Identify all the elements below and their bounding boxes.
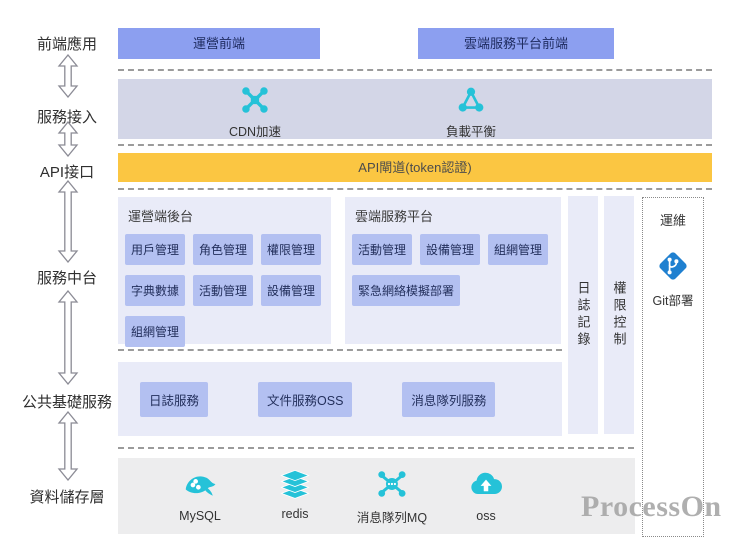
layer-label-common: 公共基礎服務 — [21, 394, 112, 411]
processon-watermark: ProcessOn — [581, 490, 722, 523]
mysql-icon — [185, 476, 216, 496]
separator-line — [118, 69, 712, 71]
chip-device-mgmt: 設備管理 — [261, 275, 322, 306]
node-operations-frontend: 運營前端 — [118, 28, 320, 59]
chip-device-mgmt: 設備管理 — [420, 234, 481, 265]
cdn-label: CDN加速 — [228, 125, 282, 139]
chip-file-service-oss: 文件服務OSS — [258, 381, 353, 417]
double-arrow-icon — [57, 411, 79, 481]
mysql-label: MySQL — [179, 509, 221, 523]
chip-dict-data: 字典數據 — [125, 275, 186, 306]
mq-label: 消息隊列MQ — [356, 511, 428, 525]
ops-maintenance-title: 運維 — [659, 213, 686, 228]
cloud-platform-chips: 活動管理 設備管理 組網管理 緊急網絡模擬部署 — [352, 234, 554, 306]
ops-backend-chips: 用戶管理 角色管理 權限管理 字典數據 活動管理 設備管理 組網管理 — [125, 234, 324, 347]
chip-role-mgmt: 角色管理 — [193, 234, 254, 265]
git-deploy-label: Git部署 — [652, 294, 694, 308]
ops-maintenance-box: 運維 Git部署 — [642, 197, 704, 537]
oss-label: oss — [476, 509, 496, 523]
layer-label-middle: 服務中台 — [36, 270, 97, 287]
chip-perm-mgmt: 權限管理 — [261, 234, 322, 265]
common-services-band: 日誌服務 文件服務OSS 消息隊列服務 — [118, 362, 562, 436]
ops-backend-title: 運營端後台 — [128, 209, 194, 224]
double-arrow-icon — [57, 180, 79, 263]
load-balancer-node: 負載平衡 — [446, 85, 496, 140]
double-arrow-icon — [57, 121, 79, 157]
ops-backend-box: 運營端後台 用戶管理 角色管理 權限管理 字典數據 活動管理 設備管理 組網管理 — [118, 197, 331, 347]
layer-label-api: API接口 — [39, 164, 95, 181]
layer-label-frontend: 前端應用 — [36, 36, 97, 53]
chip-message-queue-service: 消息隊列服務 — [402, 381, 496, 417]
cdn-node: CDN加速 — [229, 85, 281, 140]
chip-network-mgmt: 組網管理 — [125, 316, 186, 347]
api-gateway-bar: API閘道(token認證) — [118, 153, 712, 182]
mq-icon — [378, 471, 406, 497]
service-access-band: CDN加速 負載平衡 — [118, 79, 712, 139]
cloud-platform-title: 雲端服務平台 — [355, 209, 434, 224]
git-icon — [659, 252, 687, 280]
chip-activity-mgmt: 活動管理 — [193, 275, 254, 306]
storage-band: MySQL redis — [118, 458, 635, 534]
message-queue-node: 消息隊列MQ — [357, 467, 427, 526]
mysql-node: MySQL — [179, 467, 221, 523]
layer-label-storage: 資料儲存層 — [29, 489, 105, 506]
chip-log-service: 日誌服務 — [140, 381, 209, 417]
node-cloud-platform-frontend: 雲端服務平台前端 — [418, 28, 614, 59]
separator-line — [118, 447, 634, 449]
double-arrow-icon — [57, 290, 79, 385]
layer-label-access: 服務接入 — [36, 109, 97, 126]
oss-node: oss — [468, 467, 504, 523]
redis-icon — [280, 469, 310, 499]
load-balancer-label: 負載平衡 — [445, 125, 497, 139]
chip-network-mgmt: 組網管理 — [488, 234, 549, 265]
load-balancer-icon — [458, 87, 484, 112]
separator-line — [118, 144, 712, 146]
permission-control-label: 權限控制 — [611, 281, 627, 349]
oss-icon — [471, 472, 502, 494]
redis-node: redis — [278, 467, 312, 521]
chip-emergency-network-sim-deploy: 緊急網絡模擬部署 — [352, 275, 461, 306]
redis-label: redis — [281, 507, 309, 521]
chip-activity-mgmt: 活動管理 — [352, 234, 413, 265]
double-arrow-icon — [57, 54, 79, 98]
cdn-icon — [242, 87, 268, 113]
cloud-platform-box: 雲端服務平台 活動管理 設備管理 組網管理 緊急網絡模擬部署 — [345, 197, 561, 344]
log-record-bar: 日誌記錄 — [568, 196, 598, 434]
separator-line — [118, 188, 712, 190]
separator-line — [118, 349, 562, 351]
log-record-label: 日誌記錄 — [575, 281, 591, 349]
permission-control-bar: 權限控制 — [604, 196, 634, 434]
chip-user-mgmt: 用戶管理 — [125, 234, 186, 265]
